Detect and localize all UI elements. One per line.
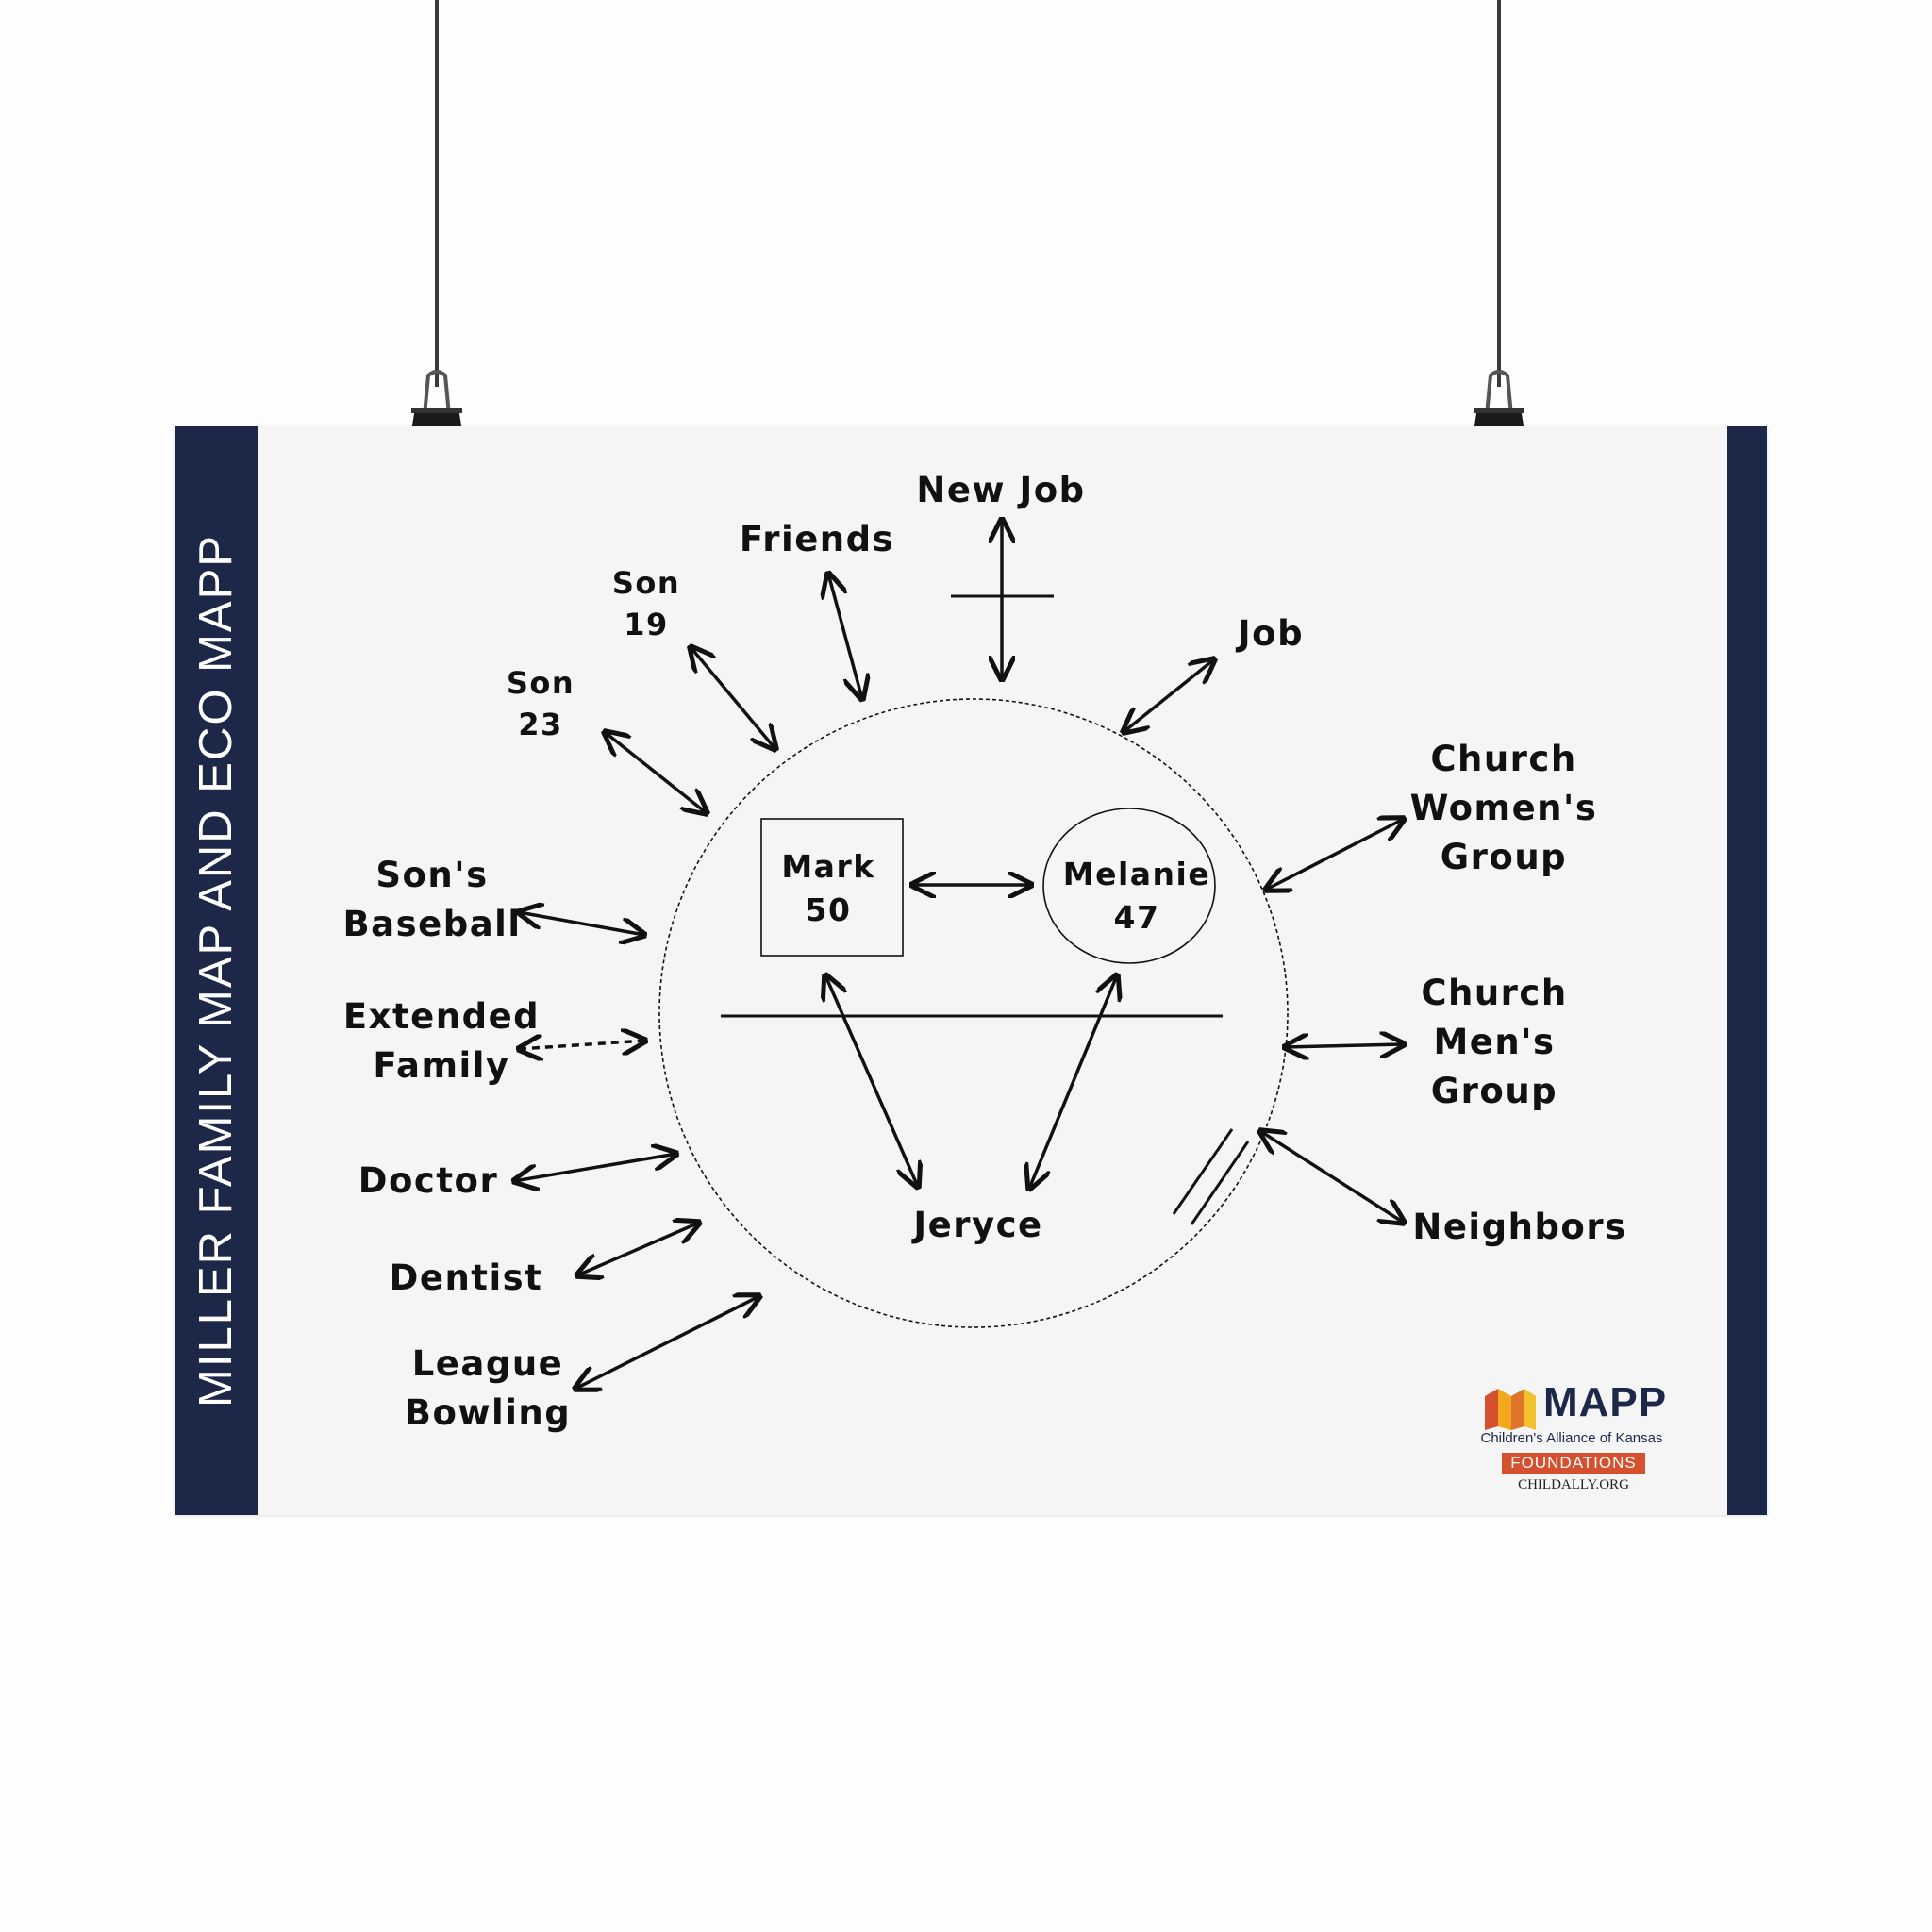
sons-baseball-line-1: Son's	[375, 855, 489, 895]
church-men-line-1: Church	[1421, 973, 1568, 1013]
son23-age: 23	[518, 707, 563, 742]
church-women-line-3: Group	[1440, 837, 1568, 877]
father-age: 50	[805, 891, 852, 928]
son19-age: 19	[624, 607, 669, 642]
sons-baseball-label: Son's Baseball	[342, 851, 521, 949]
extended-family-label: Extended Family	[343, 992, 540, 1091]
son19-label: Son 19	[612, 562, 680, 645]
new-job-label: New Job	[916, 470, 1086, 510]
son23-label: Son 23	[507, 662, 575, 745]
mother-label: Melanie 47	[1063, 853, 1211, 940]
household-boundary-circle	[658, 698, 1289, 1328]
doctor-arrow	[514, 1154, 676, 1181]
eco-map-diagram	[175, 426, 1767, 1515]
league-bowling-label: League Bowling	[405, 1340, 572, 1438]
eco-map-poster: MILLER FAMILY MAP AND ECO MAPP	[175, 426, 1767, 1515]
title-band: MILLER FAMILY MAP AND ECO MAPP	[175, 426, 258, 1515]
church-men-line-3: Group	[1430, 1071, 1558, 1111]
neighbors-break-mark-2	[1190, 1141, 1250, 1225]
son23-arrow	[605, 732, 707, 813]
logo-name: MAPP	[1543, 1379, 1668, 1425]
job-label: Job	[1237, 613, 1305, 654]
doctor-label: Doctor	[358, 1160, 499, 1201]
mapp-logo: MAPP Children's Alliance of Kansas FOUND…	[1479, 1379, 1673, 1498]
sons-baseball-line-2: Baseball	[342, 904, 522, 944]
child-label: Jeryce	[913, 1205, 1043, 1245]
extended-family-line-1: Extended	[342, 996, 541, 1037]
mapp-flag-icon	[1485, 1389, 1536, 1430]
mother-age: 47	[1113, 899, 1160, 936]
friends-label: Friends	[739, 519, 895, 559]
mark-jeryce-arrow	[825, 975, 918, 1187]
church-women-line-1: Church	[1430, 739, 1577, 779]
father-label: Mark 50	[781, 845, 874, 932]
church-men-label: Church Men's Group	[1421, 969, 1567, 1116]
dentist-label: Dentist	[389, 1257, 543, 1298]
hanging-wire-right	[1497, 0, 1501, 387]
logo-url: CHILDALLY.ORG	[1518, 1477, 1629, 1492]
melanie-jeryce-arrow	[1029, 975, 1117, 1189]
neighbors-break-mark-1	[1172, 1128, 1234, 1215]
right-band	[1727, 426, 1767, 1515]
church-men-arrow	[1285, 1044, 1404, 1047]
neighbors-label: Neighbors	[1412, 1207, 1627, 1247]
logo-program: FOUNDATIONS	[1502, 1453, 1645, 1474]
church-women-label: Church Women's Group	[1410, 735, 1598, 882]
church-women-arrow	[1266, 819, 1404, 890]
father-square	[760, 818, 904, 957]
mother-name: Melanie	[1062, 856, 1211, 892]
league-bowling-arrow	[575, 1296, 759, 1389]
sons-baseball-arrow	[519, 912, 644, 935]
logo-tagline: Children's Alliance of Kansas	[1480, 1430, 1663, 1446]
church-women-line-2: Women's	[1409, 788, 1598, 828]
league-bowling-line-2: Bowling	[404, 1392, 572, 1433]
church-men-line-2: Men's	[1433, 1022, 1556, 1062]
son19-arrow	[691, 647, 775, 749]
son19-text: Son	[611, 565, 681, 601]
friends-arrow	[828, 574, 862, 699]
son23-text: Son	[506, 665, 575, 701]
neighbors-arrow	[1260, 1131, 1404, 1223]
hanging-wire-left	[435, 0, 439, 387]
league-bowling-line-1: League	[411, 1343, 564, 1384]
job-arrow	[1124, 659, 1214, 732]
dentist-arrow	[577, 1223, 699, 1275]
mother-circle	[1042, 808, 1216, 964]
father-name: Mark	[781, 848, 875, 885]
extended-family-line-2: Family	[373, 1045, 510, 1086]
